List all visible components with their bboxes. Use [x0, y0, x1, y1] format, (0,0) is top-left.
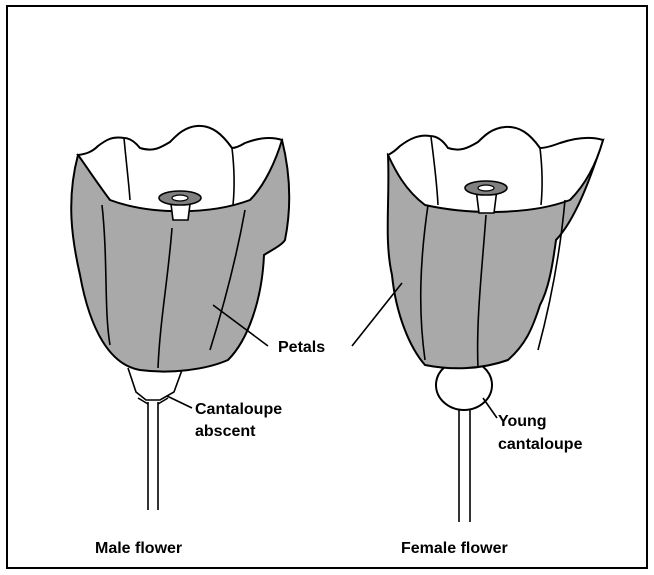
young-cantaloupe-label-line1: Young [498, 413, 547, 430]
cantaloupe-absent-label-line1: Cantaloupe [195, 401, 282, 418]
petals-label: Petals [278, 339, 325, 356]
female-flower-label: Female flower [401, 540, 508, 557]
male-flower-label: Male flower [95, 540, 182, 557]
cantaloupe-absent-label-line2: abscent [195, 423, 256, 440]
young-cantaloupe-label-line2: cantaloupe [498, 436, 583, 453]
